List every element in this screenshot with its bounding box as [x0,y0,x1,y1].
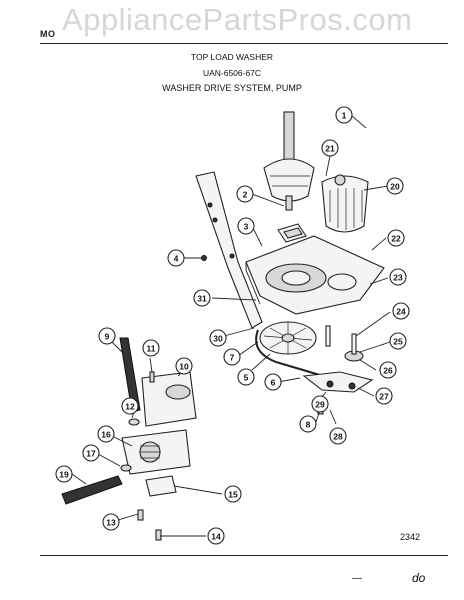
frame-rail [195,171,263,329]
callout-label: 9 [105,332,110,342]
callout-label: 1 [342,111,347,121]
callout-label: 6 [271,378,276,388]
callout-label: 17 [86,449,96,459]
drive-shaft [283,111,295,161]
callout-19: 19 [55,465,73,483]
appliance-title: TOP LOAD WASHER [190,52,274,62]
callout-label: 8 [306,420,311,430]
drive-belt [255,329,331,379]
callout-label: 14 [211,532,221,542]
callout-label: 24 [396,307,406,317]
callout-20: 20 [386,177,404,195]
callout-label: 30 [213,334,223,344]
callout-31: 31 [193,289,211,307]
callout-5: 5 [237,368,255,386]
pump-bracket [145,475,177,497]
callout-21: 21 [321,139,339,157]
header-rule [40,43,448,44]
callout-23: 23 [389,268,407,286]
callout-8: 8 [299,415,317,433]
callout-1: 1 [335,106,353,124]
callout-9: 9 [98,327,116,345]
callout-2: 2 [236,185,254,203]
callout-24: 24 [392,302,410,320]
callout-3: 3 [237,217,255,235]
callout-22: 22 [387,229,405,247]
callout-label: 15 [228,490,238,500]
callout-label: 28 [333,432,343,442]
section-title: WASHER DRIVE SYSTEM, PUMP [162,83,302,93]
callout-label: 7 [230,353,235,363]
callout-label: 11 [147,344,156,354]
callout-label: 10 [179,362,189,372]
callout-14: 14 [207,527,225,545]
header-left-text: MO [40,29,56,39]
figure-number: 2342 [400,532,421,542]
callout-label: 27 [379,392,389,402]
callout-label: 26 [383,366,393,376]
callout-label: 22 [391,234,401,244]
callout-label: 4 [174,254,179,264]
callout-label: 12 [125,402,135,412]
callout-label: 23 [393,273,403,283]
callout-28: 28 [329,427,347,445]
footer-rule [40,555,448,556]
model-number: UAN-6506-67C [202,68,262,78]
callout-26: 26 [379,361,397,379]
callout-label: 13 [106,518,116,528]
callout-16: 16 [97,425,115,443]
callout-17: 17 [82,444,100,462]
drain-hose [61,475,123,505]
watermark: AppliancePartsPros.com [62,2,413,37]
callout-label: 25 [393,337,403,347]
callout-label: 19 [59,470,69,480]
callout-label: 31 [197,294,207,304]
callout-6: 6 [264,373,282,391]
idler-arm [302,371,374,393]
callout-label: 3 [244,222,249,232]
callout-4: 4 [167,249,185,267]
callout-30: 30 [209,329,227,347]
callout-29: 29 [311,395,329,413]
callout-label: 2 [243,190,248,200]
callout-12: 12 [121,397,139,415]
footer-signature: do [412,571,426,585]
callout-label: 5 [244,373,249,383]
callout-11: 11 [142,339,160,357]
callout-label: 21 [325,144,335,154]
footer-mark: — [352,573,362,584]
callout-7: 7 [223,348,241,366]
callout-label: 29 [315,400,325,410]
callout-10: 10 [175,357,193,375]
callout-label: 20 [390,182,400,192]
callout-13: 13 [102,513,120,531]
inlet-hose [119,337,141,413]
callout-25: 25 [389,332,407,350]
callout-label: 16 [101,430,111,440]
transmission [263,158,315,202]
callout-15: 15 [224,485,242,503]
callout-27: 27 [375,387,393,405]
drive-motor [321,175,369,233]
